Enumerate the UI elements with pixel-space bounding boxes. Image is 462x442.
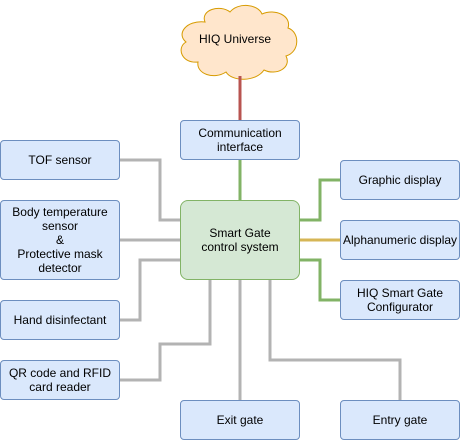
link-entry-gate [268,280,402,400]
node-exit-gate[interactable]: Exit gate [180,400,300,440]
node-smart-gate-control-system[interactable]: Smart Gate control system [180,200,300,280]
node-label: Body temperature sensor & Protective mas… [12,205,108,275]
node-label: Alphanumeric display [342,233,458,247]
node-hand-disinfectant[interactable]: Hand disinfectant [0,300,120,340]
node-label: Entry gate [372,413,428,427]
node-label: TOF sensor [28,153,92,167]
cloud-shape [180,5,298,80]
node-body-temperature-sensor[interactable]: Body temperature sensor & Protective mas… [0,200,120,280]
node-label: Exit gate [216,413,264,427]
node-label: Smart Gate control system [201,226,279,254]
node-label: QR code and RFID card reader [8,366,112,394]
link-hand-disinfectant [120,258,180,322]
node-label: Hand disinfectant [13,313,107,327]
node-qr-rfid-reader[interactable]: QR code and RFID card reader [0,360,120,400]
node-alphanumeric-display[interactable]: Alphanumeric display [340,220,460,260]
cloud-label-hiq-universe: HIQ Universe [198,32,272,46]
link-qr-rfid [120,280,212,382]
node-communication-interface[interactable]: Communication interface [180,120,300,160]
node-entry-gate[interactable]: Entry gate [340,400,460,440]
node-label: HIQ Smart Gate Configurator [356,286,444,314]
node-label: Graphic display [358,173,442,187]
node-graphic-display[interactable]: Graphic display [340,160,460,200]
link-graphic-display [300,178,340,222]
node-label: Communication interface [198,126,282,154]
node-hiq-smart-gate-configurator[interactable]: HIQ Smart Gate Configurator [340,280,460,320]
link-configurator [300,258,340,302]
link-tof-sensor [120,158,180,222]
node-tof-sensor[interactable]: TOF sensor [0,140,120,180]
